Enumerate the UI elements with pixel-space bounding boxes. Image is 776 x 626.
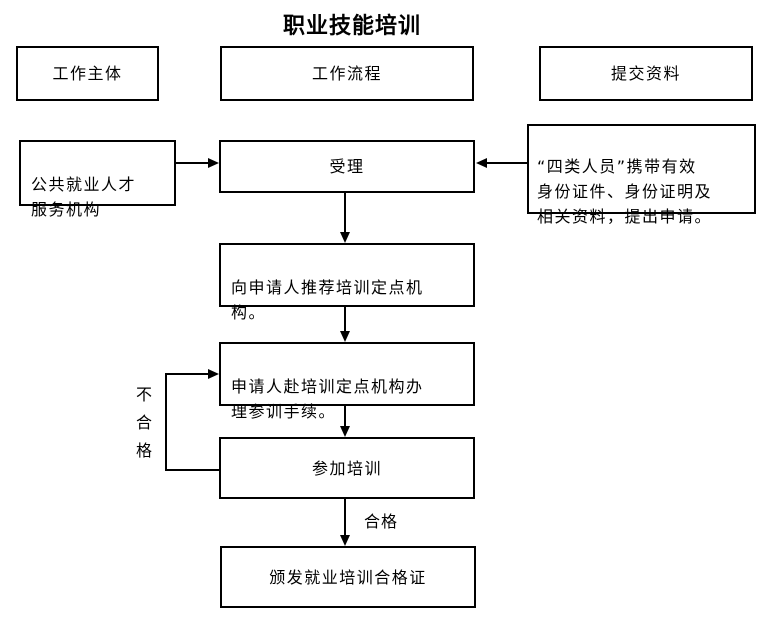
step-recommend: 向申请人推荐培训定点机 构。 xyxy=(219,243,475,322)
arrow-fail-loop xyxy=(165,373,219,471)
step-recommend-label: 向申请人推荐培训定点机 构。 xyxy=(231,278,424,322)
arrowhead-training xyxy=(340,535,350,546)
header-materials: 提交资料 xyxy=(539,46,753,101)
step-accept-label: 受理 xyxy=(329,157,365,176)
arrowhead-materials xyxy=(476,158,487,168)
materials-box: “四类人员”携带有效 身份证件、身份证明及 相关资料，提出申请。 xyxy=(527,124,756,226)
arrowhead-recommend xyxy=(340,331,350,342)
fail-label: 不合格 xyxy=(135,385,152,460)
header-materials-label: 提交资料 xyxy=(610,64,681,83)
step-certificate-label: 颁发就业培训合格证 xyxy=(269,567,427,587)
header-process-label: 工作流程 xyxy=(311,64,382,83)
subject-box-text: 公共就业人才 服务机构 xyxy=(31,175,137,219)
step-register-label: 申请人赴培训定点机构办 理参训手续。 xyxy=(231,377,424,421)
step-training-label: 参加培训 xyxy=(311,458,382,478)
page-title: 职业技能培训 xyxy=(282,14,421,39)
materials-box-text: “四类人员”携带有效 身份证件、身份证明及 相关资料，提出申请。 xyxy=(537,157,713,226)
arrowhead-register xyxy=(340,426,350,437)
subject-box: 公共就业人才 服务机构 xyxy=(19,140,176,219)
header-subject-label: 工作主体 xyxy=(52,64,123,83)
step-training: 参加培训 xyxy=(219,437,475,499)
header-subject: 工作主体 xyxy=(16,46,159,101)
pass-label: 合格 xyxy=(364,512,399,531)
step-accept: 受理 xyxy=(219,140,475,193)
step-certificate: 颁发就业培训合格证 xyxy=(220,546,476,608)
arrowhead-accept xyxy=(340,232,350,243)
step-register: 申请人赴培训定点机构办 理参训手续。 xyxy=(219,342,475,421)
header-process: 工作流程 xyxy=(220,46,474,101)
arrowhead-subject xyxy=(208,158,219,168)
arrowhead-fail-loop xyxy=(208,369,219,379)
